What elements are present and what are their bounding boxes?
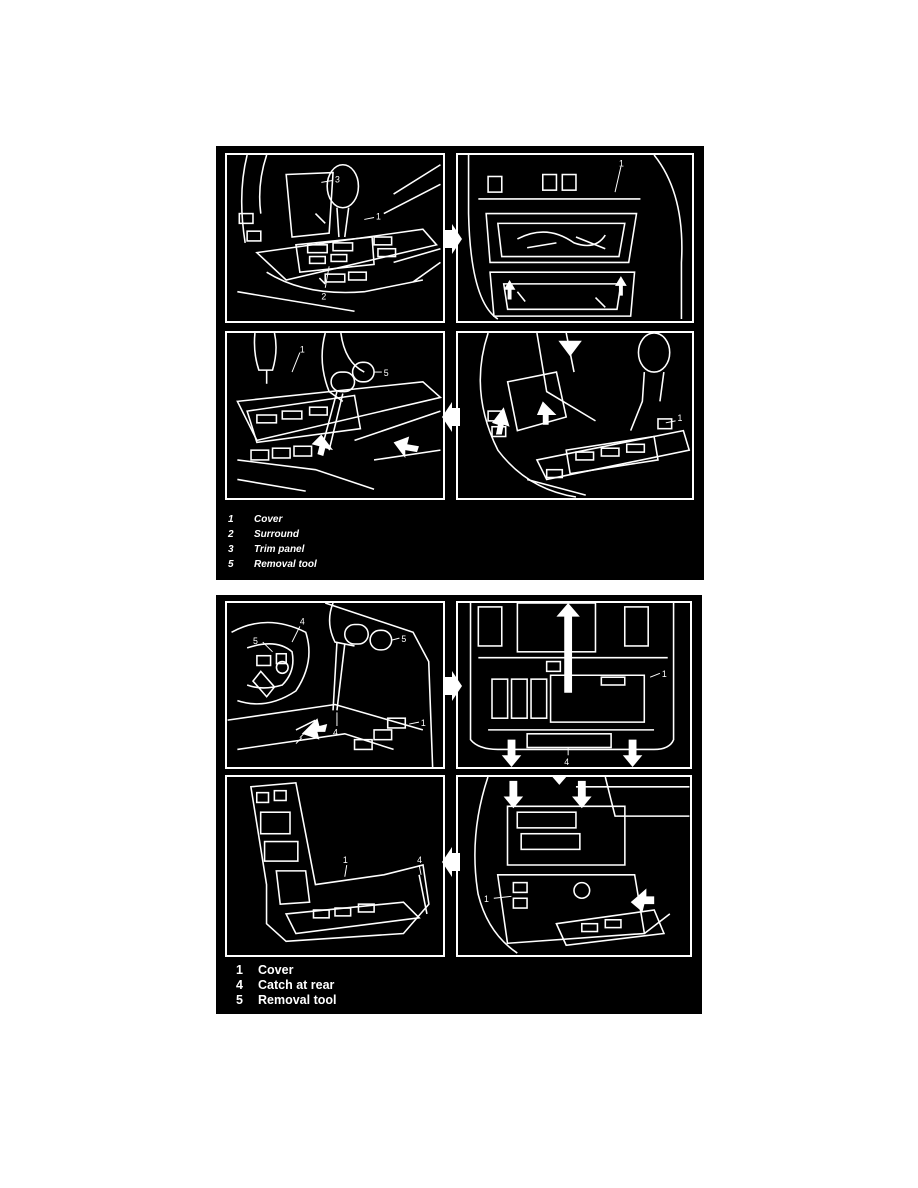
fig1-legend-text: Removal tool bbox=[254, 559, 317, 570]
fig2-panel-4-illustration: 1 bbox=[474, 777, 690, 954]
fig2-legend-text: Cover bbox=[258, 963, 294, 977]
fig1-legend-text: Surround bbox=[254, 529, 299, 540]
fig2-legend-num: 5 bbox=[236, 993, 243, 1007]
fig2-panel-cover-front: 1 4 bbox=[456, 601, 692, 769]
figure-1: 3 1 2 bbox=[216, 146, 704, 580]
figure-2: 4 5 5 4 1 bbox=[216, 595, 702, 1014]
fig1-p1-callout-1: 1 bbox=[376, 211, 381, 221]
fig2-p3-callout-1: 1 bbox=[343, 855, 348, 865]
fig1-panel-1-illustration: 3 1 2 bbox=[237, 155, 441, 313]
fig1-legend-num: 1 bbox=[228, 514, 234, 525]
fig2-arrow-left-icon bbox=[442, 847, 460, 877]
fig2-panel-cover-removed: 1 4 bbox=[225, 775, 445, 957]
fig2-p1-callout-4b: 4 bbox=[333, 728, 338, 738]
fig2-p1-callout-1: 1 bbox=[421, 718, 426, 728]
fig2-p1-callout-5b: 5 bbox=[401, 634, 406, 644]
fig1-p3-callout-5: 5 bbox=[384, 368, 389, 378]
fig1-panel-cover-fitted: 1 bbox=[456, 331, 694, 500]
fig1-arrow-right-icon bbox=[444, 224, 462, 254]
fig2-panel-release-catch: 4 5 5 4 1 bbox=[225, 601, 445, 769]
fig2-p2-callout-1: 1 bbox=[662, 669, 667, 679]
fig2-panel-3-illustration: 1 4 bbox=[249, 782, 430, 943]
fig1-panel-3-illustration: 1 5 bbox=[236, 333, 443, 492]
fig2-p2-callout-4: 4 bbox=[564, 757, 569, 767]
fig1-p1-callout-2: 2 bbox=[321, 292, 326, 302]
fig1-p4-callout-1: 1 bbox=[678, 413, 683, 423]
fig1-legend-num: 5 bbox=[228, 559, 234, 570]
fig2-legend-text: Removal tool bbox=[258, 993, 337, 1007]
fig1-arrow-left-icon bbox=[442, 402, 460, 432]
fig2-p3-callout-4: 4 bbox=[417, 855, 422, 865]
fig1-p3-callout-1: 1 bbox=[300, 345, 305, 355]
fig2-panel-1-illustration: 4 5 5 4 1 bbox=[227, 603, 434, 767]
fig2-arrow-right-icon bbox=[444, 671, 462, 701]
fig1-panel-2-illustration: 1 bbox=[467, 155, 683, 320]
fig1-p1-callout-3: 3 bbox=[335, 174, 340, 184]
fig2-legend-num: 4 bbox=[236, 978, 243, 992]
fig1-legend-num: 2 bbox=[228, 529, 234, 540]
fig1-p2-callout-1: 1 bbox=[619, 159, 624, 169]
fig1-legend-text: Trim panel bbox=[254, 544, 305, 555]
fig2-legend-num: 1 bbox=[236, 963, 243, 977]
fig2-p1-callout-4: 4 bbox=[300, 616, 305, 626]
fig1-panel-4-illustration: 1 bbox=[479, 333, 691, 498]
fig2-panel-lift-cover: 1 bbox=[456, 775, 692, 957]
fig1-legend-text: Cover bbox=[254, 514, 283, 525]
fig2-legend-text: Catch at rear bbox=[258, 978, 335, 992]
fig1-panel-shifter-trim: 3 1 2 bbox=[225, 153, 445, 323]
fig2-panel-2-illustration: 1 4 bbox=[469, 603, 675, 767]
fig1-panel-cover-removed: 1 bbox=[456, 153, 694, 323]
fig2-p4-callout-1: 1 bbox=[484, 894, 489, 904]
fig2-p1-callout-5: 5 bbox=[253, 636, 258, 646]
fig1-legend-num: 3 bbox=[228, 544, 234, 555]
fig1-panel-removal-tool: 1 5 bbox=[225, 331, 445, 500]
